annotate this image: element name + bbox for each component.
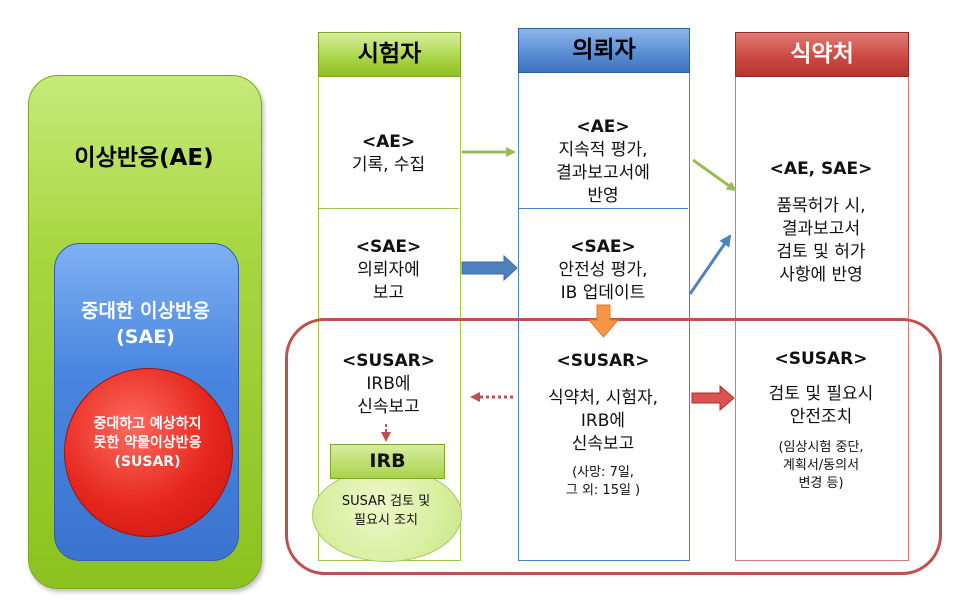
investigator-susar-line1: IRB에 <box>366 374 411 394</box>
mfds-susar-line1: 검토 및 필요시 <box>768 384 874 404</box>
sponsor-susar-cell: <SUSAR> 식약처, 시험자, IRB에 신속보고 (사망: 7일, 그 외… <box>518 350 688 500</box>
investigator-sae-tag: <SAE> <box>355 237 422 257</box>
arrow-sae-to-mfds <box>688 234 732 295</box>
sponsor-ae-line2: 결과보고서에 <box>556 163 650 183</box>
mfds-ae-tag: <AE, SAE> <box>769 159 873 179</box>
irb-action-line1: SUSAR 검토 및 <box>341 494 431 509</box>
arrow-sae-to-sponsor <box>461 254 518 282</box>
sponsor-row-divider-1 <box>518 208 688 209</box>
sponsor-susar-note-line2: 그 외: 15일 ) <box>565 483 641 498</box>
sponsor-ae-cell: <AE> 지속적 평가, 결과보고서에 반영 <box>518 116 688 208</box>
sae-label-line1: 중대한 이상반응 <box>81 300 210 322</box>
mfds-susar-cell: <SUSAR> 검토 및 필요시 안전조치 (임상시험 중단, 계획서/동의서 … <box>735 348 907 493</box>
mfds-susar-note-line1: (임상시험 중단, <box>778 440 864 455</box>
mfds-susar-line2: 안전조치 <box>789 407 853 427</box>
ae-label: 이상반응(AE) <box>74 145 214 171</box>
sponsor-sae-line2: IB 업데이트 <box>560 283 646 303</box>
susar-label-line1: 중대하고 예상하지 <box>93 416 202 432</box>
sponsor-ae-line3: 반영 <box>587 186 619 206</box>
sponsor-sae-cell: <SAE> 안전성 평가, IB 업데이트 <box>518 236 688 305</box>
sponsor-susar-line1: 식약처, 시험자, <box>547 388 659 408</box>
investigator-ae-text: 기록, 수집 <box>351 155 426 175</box>
mfds-ae-line1: 품목허가 시, <box>776 196 866 216</box>
investigator-ae-tag: <AE> <box>361 132 416 152</box>
sae-label-line2: (SAE) <box>116 326 175 348</box>
sponsor-susar-tag: <SUSAR> <box>556 351 650 371</box>
arrow-sae-to-susar <box>587 304 620 338</box>
investigator-susar-tag: <SUSAR> <box>341 351 436 371</box>
investigator-susar-cell: <SUSAR> IRB에 신속보고 <box>318 350 459 419</box>
mfds-susar-tag: <SUSAR> <box>774 349 868 369</box>
sponsor-susar-line2: IRB에 <box>580 411 626 431</box>
mfds-ae-cell: <AE, SAE> 품목허가 시, 결과보고서 검토 및 허가 사항에 반영 <box>735 158 907 287</box>
mfds-susar-note-line3: 변경 등) <box>798 476 844 491</box>
mfds-susar-note-line2: 계획서/동의서 <box>782 458 860 473</box>
irb-action-ellipse <box>312 468 462 562</box>
sponsor-susar-note-line1: (사망: 7일, <box>572 465 634 480</box>
mfds-header: 식약처 <box>735 32 909 77</box>
susar-label-line3: (SUSAR) <box>114 454 181 470</box>
sponsor-header: 의뢰자 <box>518 28 690 73</box>
sponsor-ae-line1: 지속적 평가, <box>558 140 648 160</box>
investigator-header: 시험자 <box>318 32 461 77</box>
investigator-sae-line1: 의뢰자에 <box>357 260 420 280</box>
arrow-ae-to-mfds <box>692 158 737 192</box>
mfds-ae-line3: 검토 및 허가 <box>776 242 866 262</box>
irb-action-line2: 필요시 조치 <box>354 513 418 528</box>
arrow-susar-to-mfds <box>691 384 735 412</box>
irb-label-box: IRB <box>330 444 445 479</box>
investigator-sae-line2: 보고 <box>372 283 405 303</box>
irb-action-text: SUSAR 검토 및 필요시 조치 <box>312 492 460 530</box>
investigator-susar-line2: 신속보고 <box>357 397 420 417</box>
sponsor-sae-line1: 안전성 평가, <box>558 260 648 280</box>
susar-circle <box>64 368 233 537</box>
susar-label: 중대하고 예상하지 못한 약물이상반응 (SUSAR) <box>64 415 231 472</box>
mfds-ae-line4: 사항에 반영 <box>779 265 863 285</box>
mfds-ae-line2: 결과보고서 <box>781 219 861 239</box>
investigator-row-divider-1 <box>318 208 459 209</box>
investigator-ae-cell: <AE> 기록, 수집 <box>318 131 459 177</box>
susar-label-line2: 못한 약물이상반응 <box>93 435 202 451</box>
sponsor-sae-tag: <SAE> <box>570 237 636 257</box>
sponsor-susar-line3: 신속보고 <box>571 434 635 454</box>
sae-label: 중대한 이상반응 (SAE) <box>54 298 237 350</box>
investigator-sae-cell: <SAE> 의뢰자에 보고 <box>318 236 459 305</box>
sponsor-ae-tag: <AE> <box>576 117 630 137</box>
